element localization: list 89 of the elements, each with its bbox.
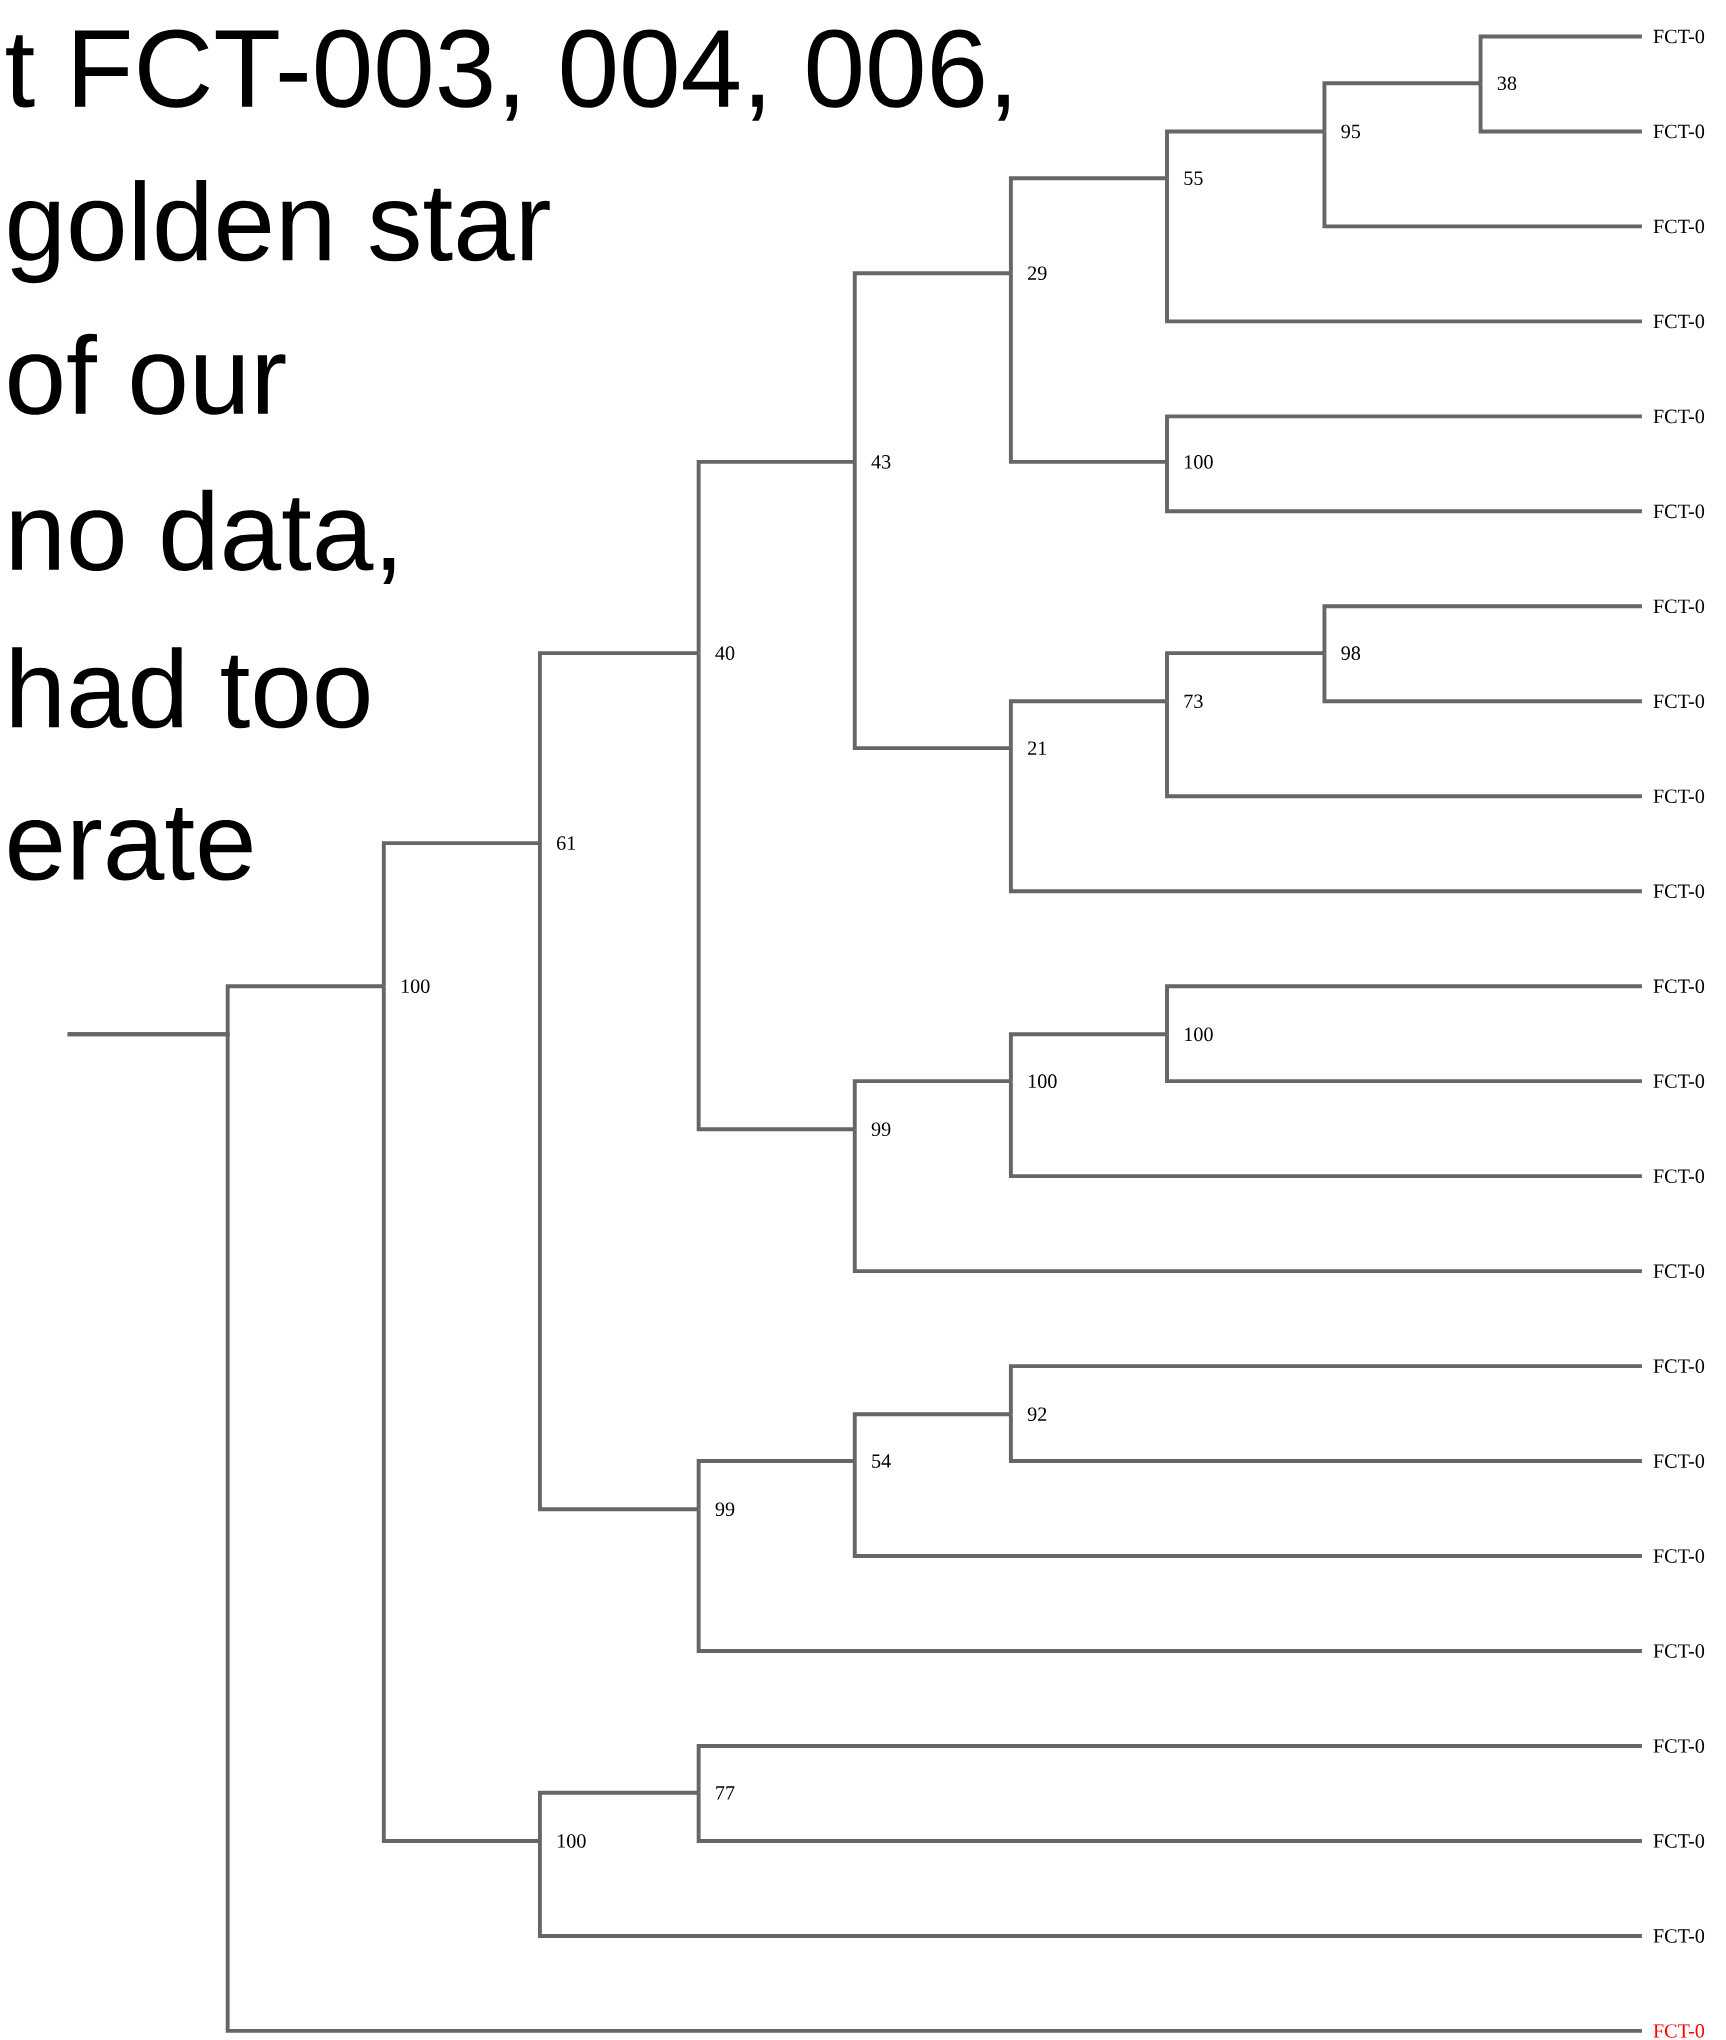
support-value: 38 <box>1497 76 1516 91</box>
support-value: 40 <box>715 646 735 660</box>
support-value: 29 <box>1027 266 1047 280</box>
tree-branch <box>1008 176 1167 274</box>
taxon-label: FCT-0 <box>1653 1834 1704 1848</box>
taxon-label: FCT-0 <box>1653 2024 1704 2038</box>
taxon-label: FCT-0 <box>1653 314 1704 329</box>
tree-branch <box>696 1744 1642 1793</box>
support-value: 95 <box>1341 124 1360 139</box>
tree-branch <box>1478 34 1642 84</box>
taxon-label: FCT-0 <box>1653 1169 1704 1183</box>
taxon-label: FCT-0 <box>1653 1929 1704 1943</box>
support-value: 54 <box>872 1454 891 1468</box>
text-line: no data, <box>11 489 394 584</box>
tree-branch <box>1164 129 1325 179</box>
tree-branch <box>1164 461 1642 514</box>
taxon-label: FCT-0 <box>1653 1549 1704 1563</box>
tree-branch <box>381 986 540 1843</box>
taxon-label: FCT-0 <box>1653 504 1704 519</box>
tree-branch <box>696 653 855 1132</box>
taxon-label: FCT-0 <box>1653 1454 1704 1468</box>
taxon-label: FCT-0 <box>1653 599 1704 614</box>
tree-branch <box>696 459 855 654</box>
taxon-label: FCT-0 <box>1653 1359 1704 1373</box>
taxon-label: FCT-0 <box>1653 219 1704 234</box>
taxon-label: FCT-0 <box>1653 1264 1704 1278</box>
taxon-label: FCT-0 <box>1653 884 1704 899</box>
taxon-label: FCT-0 <box>1653 124 1704 139</box>
tree-branch <box>537 651 699 844</box>
text-line: of our <box>9 333 286 415</box>
tree-branch <box>1164 178 1642 324</box>
text-line: erate <box>9 808 252 881</box>
tree-branch <box>852 1129 1642 1274</box>
taxon-label: FCT-0 <box>1653 979 1704 993</box>
tree-branch <box>852 1079 1011 1130</box>
tree-branch <box>537 1790 699 1841</box>
support-value: 55 <box>1184 171 1203 185</box>
tree-branch <box>1008 1364 1642 1415</box>
tree-branch <box>537 843 699 1512</box>
tree-branch <box>67 1032 1642 2033</box>
support-value: 100 <box>401 979 430 993</box>
tree-branch <box>1322 81 1481 132</box>
support-value: 73 <box>1184 694 1203 709</box>
support-value: 100 <box>1184 455 1213 469</box>
support-value: 43 <box>871 455 891 469</box>
tree-branch <box>1322 653 1642 704</box>
support-value: 100 <box>557 1834 586 1848</box>
tree-branch <box>696 1509 1642 1653</box>
tree-branch <box>1008 273 1167 464</box>
tree-branch <box>852 1412 1011 1462</box>
support-value: 98 <box>1341 646 1360 660</box>
tree-branch <box>1008 1414 1642 1463</box>
support-value: 100 <box>1184 1027 1213 1042</box>
text-line: golden star <box>9 180 550 284</box>
support-value: 77 <box>716 1786 735 1800</box>
tree-branch <box>1008 1032 1167 1082</box>
tree-branch <box>696 1792 1642 1843</box>
tree-branch <box>1008 699 1167 749</box>
tree-branch <box>1164 651 1325 702</box>
text-line: had too <box>12 647 369 729</box>
tree-branch <box>1008 1081 1642 1179</box>
support-value: 92 <box>1027 1407 1046 1421</box>
tree-branch <box>1322 604 1642 654</box>
tree-branch <box>1008 748 1642 894</box>
taxon-label: FCT-0 <box>1653 694 1704 709</box>
tree-branch <box>537 1840 1642 1938</box>
tree-branch <box>1164 984 1642 1035</box>
tree-branch <box>852 1461 1642 1558</box>
taxon-label: FCT-0 <box>1653 1739 1704 1753</box>
tree-branch <box>852 271 1011 462</box>
taxon-label: FCT-0 <box>1653 1644 1704 1658</box>
tree-branch <box>1322 131 1642 229</box>
tree-branch <box>1164 701 1642 799</box>
support-value: 99 <box>715 1502 734 1516</box>
tree-branch <box>852 461 1011 751</box>
support-value: 21 <box>1027 741 1046 755</box>
tree-branch <box>1164 414 1642 462</box>
support-value: 100 <box>1028 1074 1057 1088</box>
support-value: 61 <box>556 836 575 850</box>
support-value: 99 <box>871 1122 891 1137</box>
taxon-label: FCT-0 <box>1653 789 1704 804</box>
taxon-label: FCT-0 <box>1653 1074 1704 1088</box>
tree-branch <box>381 841 540 987</box>
tree-branch <box>696 1459 855 1510</box>
tree-branch <box>1478 83 1642 134</box>
tree-branch <box>1164 1034 1642 1084</box>
text-line: t FCT-003, 004, 006, <box>6 29 1009 121</box>
taxon-label: FCT-0 <box>1653 409 1704 424</box>
taxon-label: FCT-0 <box>1653 29 1704 44</box>
